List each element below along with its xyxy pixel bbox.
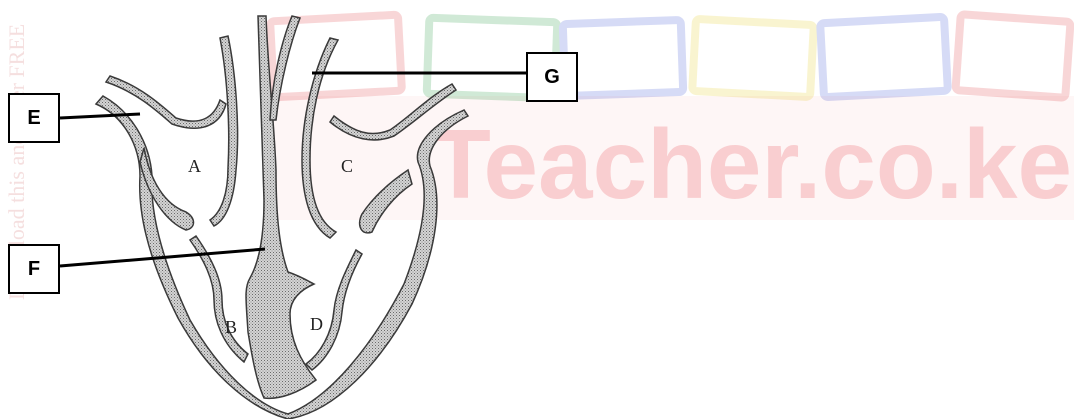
- watermark-brand-text: Teacher.co.ke: [431, 109, 1072, 219]
- valve-right: [304, 248, 363, 371]
- septum: [245, 15, 318, 400]
- watermark-frames: [266, 10, 1074, 103]
- valve-left: [188, 234, 249, 364]
- chamber-label-d: D: [310, 314, 323, 334]
- label-box-f: F: [8, 244, 60, 294]
- right-branch-lower: [358, 168, 413, 234]
- chamber-label-b: B: [225, 317, 237, 337]
- vena-cava-left: [104, 75, 227, 129]
- pulmonary-artery-left: [208, 35, 239, 227]
- pulmonary-artery-right: [301, 37, 340, 239]
- label-box-g: G: [526, 52, 578, 102]
- aorta-branch: [269, 15, 302, 121]
- left-branch-lower: [139, 147, 195, 231]
- chamber-label-a: A: [188, 156, 201, 176]
- pulmonary-vein-right: [328, 83, 458, 141]
- leader-line-e: [59, 112, 141, 120]
- heart-wall: [94, 95, 470, 419]
- watermark-band: [272, 96, 1074, 220]
- leader-line-f: [59, 247, 266, 268]
- label-box-e: E: [8, 93, 60, 143]
- chamber-label-c: C: [341, 156, 353, 176]
